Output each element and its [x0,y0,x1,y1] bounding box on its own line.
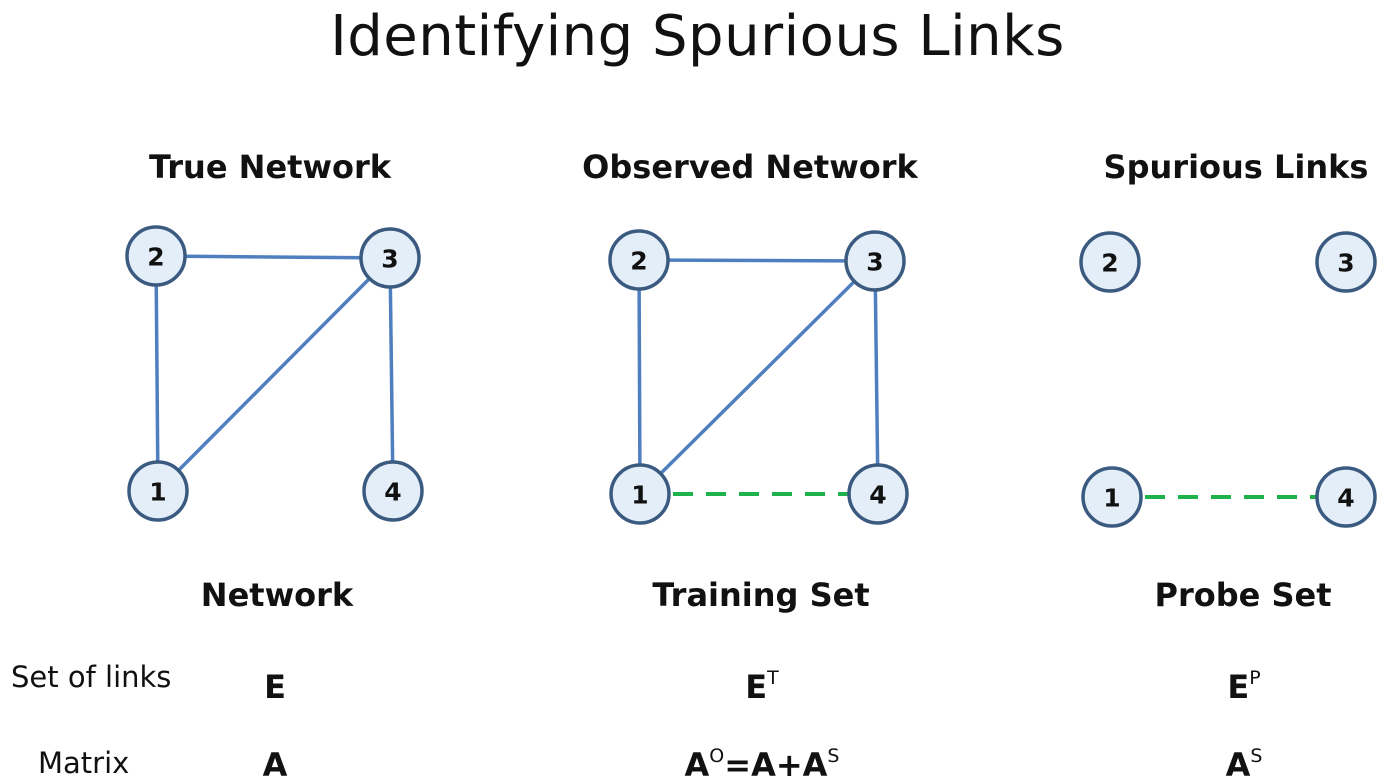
set-symbol-base: E [264,668,286,706]
matrix-symbol-base: A [684,746,710,784]
panel-title-observed-network: Observed Network [582,148,918,186]
page-title: Identifying Spurious Links [330,4,1065,69]
node-circle [609,463,671,525]
node-circle [844,230,906,292]
node-2: 2 [1079,231,1141,293]
panel-title-true-network: True Network [148,148,392,186]
row-label-matrix: Matrix [38,746,130,780]
node-circle [1315,466,1377,528]
matrix-symbol-base: A [262,746,288,784]
matrix-symbol-sup: S [1250,745,1263,767]
set-symbol-network: E [125,668,425,706]
node-label: 1 [631,481,648,510]
node-circle [362,460,424,522]
node-2: 2 [608,229,670,291]
node-1: 1 [1081,466,1143,528]
matrix-symbol-sup: O [709,745,725,767]
node-circle [125,225,187,287]
link-2-3 [638,258,876,263]
set-name-probe-set: Probe Set [1154,576,1332,614]
matrix-symbol-rest-sup: S [827,745,840,767]
node-4: 4 [1315,466,1377,528]
node-label: 3 [1337,249,1354,278]
set-symbol-training-set: ET [612,668,912,706]
link-3-4 [388,257,395,492]
matrix-symbol-probe-set: AS [1094,746,1394,784]
link-1-3 [156,256,392,493]
node-4: 4 [847,463,909,525]
matrix-symbol-base: A [1225,746,1251,784]
set-symbol-base: E [745,668,768,706]
set-symbol-probe-set: EP [1094,668,1394,706]
link-2-1 [154,255,160,492]
node-3: 3 [359,227,421,289]
row-label-set-of-links: Set of links [11,660,172,694]
link-2-1 [637,259,642,495]
node-label: 2 [147,243,164,272]
set-name-network: Network [200,576,354,614]
set-name-training-set: Training Set [652,576,870,614]
node-3: 3 [1315,231,1377,293]
node-circle [608,229,670,291]
matrix-symbol-rest: =A+A [724,746,828,784]
node-label: 4 [869,481,886,510]
panel-title-spurious-links: Spurious Links [1103,148,1369,186]
node-2: 2 [125,225,187,287]
set-symbol-sup: P [1249,667,1261,689]
link-3-4 [873,260,880,495]
node-label: 1 [149,478,166,507]
node-label: 2 [630,247,647,276]
node-label: 4 [384,478,401,507]
node-4: 4 [362,460,424,522]
node-circle [847,463,909,525]
node-circle [1081,466,1143,528]
node-label: 4 [1337,484,1354,513]
matrix-symbol-training-set: AO=A+AS [612,746,912,784]
set-symbol-base: E [1227,668,1250,706]
node-circle [127,460,189,522]
node-label: 2 [1101,249,1118,278]
set-symbol-sup: T [767,667,779,689]
matrix-symbol-network: A [125,746,425,784]
node-label: 3 [381,245,398,274]
link-1-3 [638,259,877,496]
node-label: 1 [1103,484,1120,513]
node-circle [1315,231,1377,293]
node-circle [359,227,421,289]
node-label: 3 [866,248,883,277]
node-circle [1079,231,1141,293]
node-1: 1 [609,463,671,525]
node-3: 3 [844,230,906,292]
node-1: 1 [127,460,189,522]
link-2-3 [155,254,391,260]
